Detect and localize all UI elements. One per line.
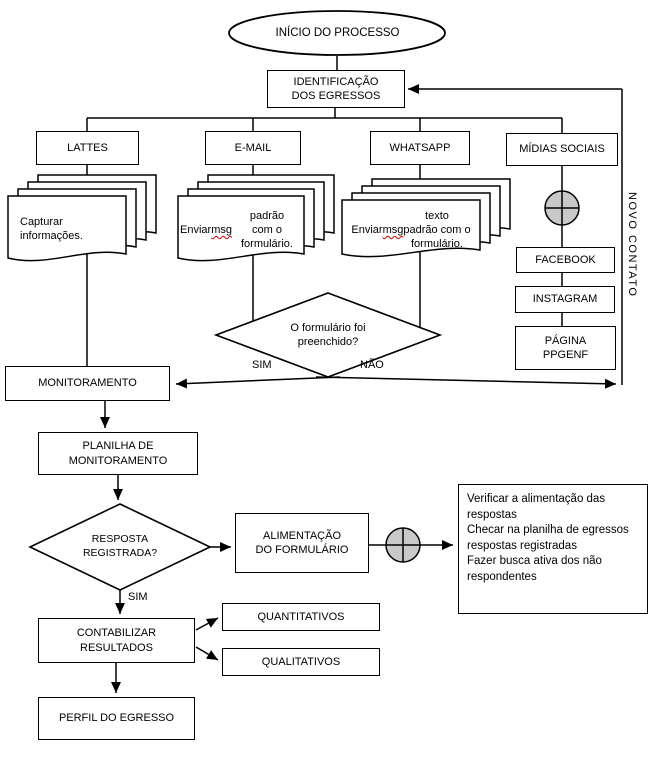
- decision1-no-label: NÃO: [360, 359, 384, 371]
- social-facebook-node: FACEBOOK: [516, 247, 615, 273]
- arrow-lines: [100, 84, 622, 693]
- decision2-yes-label: SIM: [128, 591, 148, 603]
- social-instagram-node: INSTAGRAM: [515, 286, 615, 313]
- identification-node: IDENTIFICAÇÃO DOS EGRESSOS: [267, 70, 405, 108]
- plus-sphere-social: [544, 190, 580, 226]
- email-text-pre: Enviar: [180, 223, 212, 236]
- form-feeding-node: ALIMENTAÇÃO DO FORMULÁRIO: [235, 513, 369, 573]
- document-stack-email: [177, 174, 335, 262]
- note-item: Fazer busca ativa dos não respondentes: [467, 555, 602, 583]
- new-contact-loop-label: NOVO CONTATO: [626, 192, 638, 298]
- whatsapp-text-pre: Enviar: [351, 223, 383, 236]
- channel-social-media-node: MÍDIAS SOCIAIS: [506, 133, 618, 166]
- qualitative-node: QUALITATIVOS: [222, 648, 380, 676]
- document-stack-whatsapp: [341, 178, 511, 258]
- monitoring-node: MONITORAMENTO: [5, 366, 170, 401]
- quantitative-node: QUANTITATIVOS: [222, 603, 380, 631]
- document-lattes-text: Capturar informações.: [20, 215, 83, 242]
- verification-notes-box: Verificar a alimentação das respostas Ch…: [458, 484, 648, 614]
- whatsapp-text-post: texto padrão com o formulário.: [403, 209, 471, 251]
- plus-sphere-feeding: [385, 527, 421, 563]
- start-node: INÍCIO DO PROCESSO: [275, 27, 400, 40]
- email-text-misspelled: msg: [211, 223, 232, 236]
- monitoring-sheet-node: PLANILHA DE MONITORAMENTO: [38, 432, 198, 475]
- start-ellipse-shape: [228, 10, 446, 56]
- document-whatsapp-text: Enviar msg texto padrão com o formulário…: [344, 206, 478, 254]
- decision-form-filled-shape: [213, 292, 443, 378]
- whatsapp-text-misspelled: msg: [382, 223, 404, 236]
- channel-lattes-node: LATTES: [36, 131, 139, 165]
- social-ppgenf-page-node: PÁGINA PPGENF: [515, 326, 616, 370]
- note-item: Checar na planilha de egressos respostas…: [467, 524, 629, 552]
- decision1-yes-label: SIM: [252, 359, 272, 371]
- document-email-text: Enviar msg padrão com o formulário.: [180, 206, 302, 254]
- email-text-post: padrão com o formulário.: [241, 209, 293, 251]
- connector-lines: [86, 56, 623, 546]
- graduate-profile-node: PERFIL DO EGRESSO: [38, 697, 195, 740]
- decision-form-filled-label: O formulário foi preenchido?: [290, 321, 366, 348]
- decision-response-registered-shape: [28, 503, 212, 591]
- decision-response-registered-label: RESPOSTA REGISTRADA?: [82, 533, 158, 559]
- count-results-node: CONTABILIZAR RESULTADOS: [38, 618, 195, 663]
- note-item: Verificar a alimentação das respostas: [467, 493, 606, 521]
- document-stack-lattes: [7, 174, 157, 262]
- channel-email-node: E-MAIL: [205, 131, 301, 165]
- channel-whatsapp-node: WHATSAPP: [370, 131, 470, 165]
